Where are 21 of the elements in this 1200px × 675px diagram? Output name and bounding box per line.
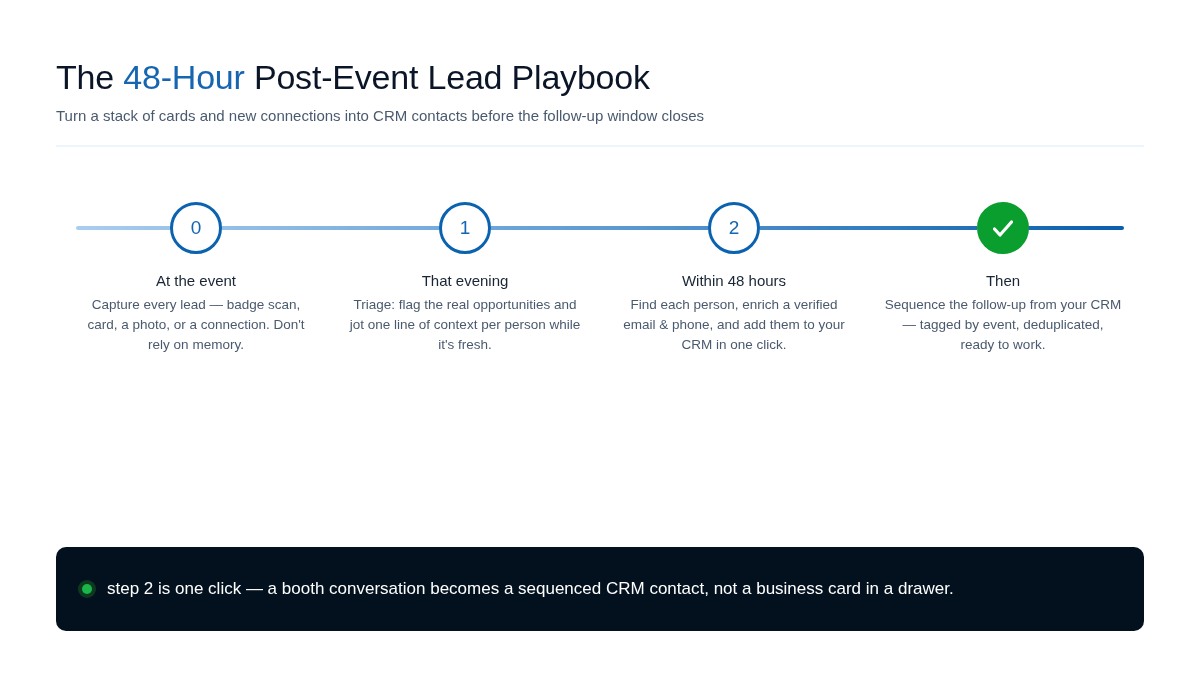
step-heading: That evening — [421, 271, 509, 291]
connector-line — [760, 226, 977, 230]
step-heading: At the event — [155, 271, 237, 291]
step-description: Capture every lead — badge scan, card, a photo, or a connection. Don't rely on memory. — [86, 296, 306, 354]
connector-line — [1027, 226, 1124, 230]
callout-banner — [56, 547, 1144, 631]
completed-step-circle — [977, 202, 1029, 254]
step-description: Find each person, enrich a verified email & phone, and add them to your CRM in one click. — [622, 296, 846, 354]
step-number-circle: 2 — [708, 202, 760, 254]
step-description: Triage: flag the real opportunities and jot one line of context per person while it's fresh. — [348, 296, 582, 354]
diagram-subtitle: Turn a stack of cards and new connections into CRM contacts before the follow-up window closes — [56, 107, 705, 124]
step-heading: Then — [985, 271, 1021, 291]
step-heading: Within 48 hours — [681, 271, 787, 291]
connector-line — [222, 226, 439, 230]
step-description: Sequence the follow-up from your CRM — tagged by event, deduplicated, ready to work. — [884, 296, 1122, 354]
diagram-title: The 48-Hour Post-Event Lead Playbook — [56, 58, 650, 97]
step-number-circle: 1 — [439, 202, 491, 254]
callout-text: step 2 is one click — a booth conversation becomes a sequenced CRM contact, not a business card in a drawer. — [107, 578, 954, 600]
connector-line — [76, 226, 172, 230]
connector-line — [491, 226, 708, 230]
step-number-circle: 0 — [170, 202, 222, 254]
